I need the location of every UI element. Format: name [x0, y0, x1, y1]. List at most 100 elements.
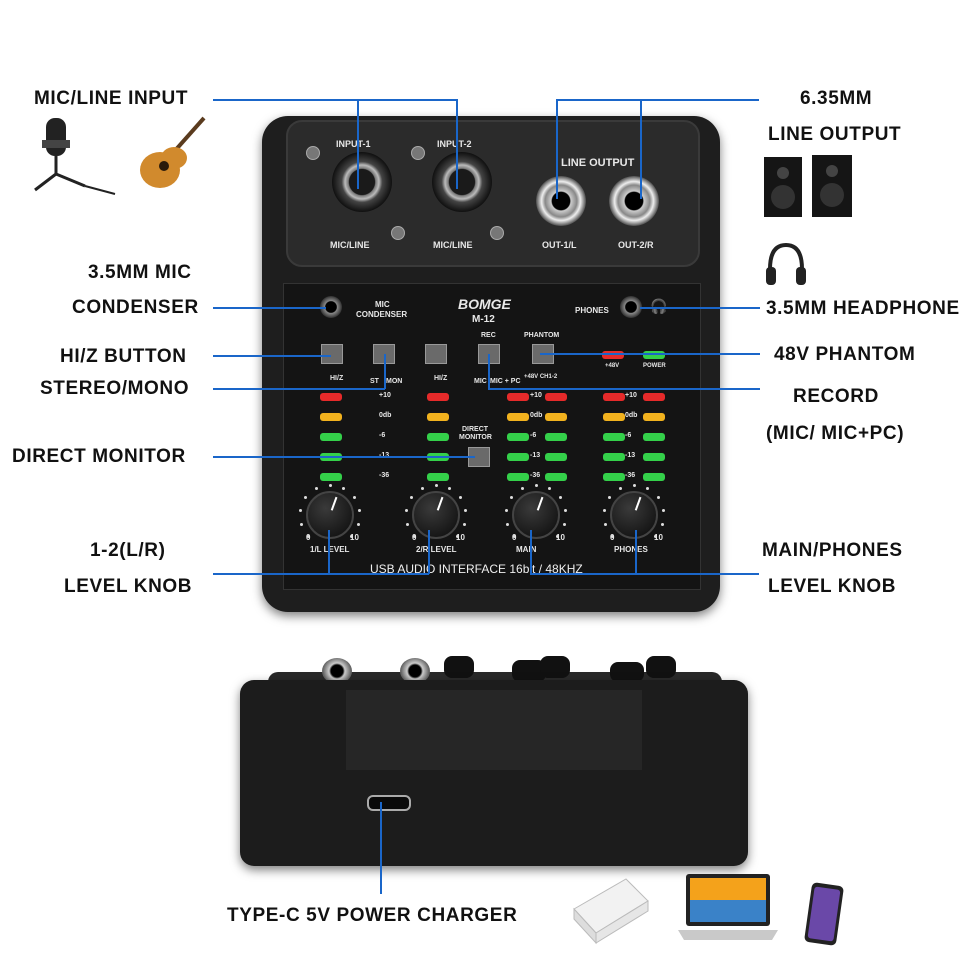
- meter-led: [507, 413, 529, 421]
- knob-label: MAIN: [516, 545, 537, 554]
- brand-logo: BOMGE: [458, 296, 511, 312]
- callout-line: [556, 99, 558, 199]
- callout-line: [556, 99, 759, 101]
- hiz-label-2: HI/Z: [434, 375, 448, 382]
- xlr-combo-jack-2[interactable]: [432, 152, 492, 212]
- headphone-icon: 🎧: [650, 298, 668, 314]
- meter-scale-label: -36: [379, 472, 390, 479]
- knob-min-label: 0: [306, 533, 311, 542]
- guitar-icon: [140, 116, 206, 188]
- input-1-label: INPUT-1: [336, 139, 371, 149]
- meter-led: [427, 393, 449, 401]
- knob-tick: [298, 508, 302, 512]
- meter-led: [320, 473, 342, 481]
- knob-tick: [534, 483, 538, 487]
- meter-led: [603, 433, 625, 441]
- phantom-label: PHANTOM: [524, 332, 560, 339]
- knob-tick: [410, 495, 414, 499]
- mic-condenser-jack[interactable]: [320, 296, 342, 318]
- mic-condenser-label-1: MIC: [375, 300, 390, 309]
- meter-scale-label: -6: [379, 432, 386, 439]
- usb-audio-interface-text: USB AUDIO INTERFACE 16bit / 48KHZ: [370, 562, 583, 576]
- headphone-jack[interactable]: [620, 296, 642, 318]
- knob-tick: [618, 486, 622, 490]
- knob-tick: [357, 522, 361, 526]
- meter-scale-label: 0db: [625, 412, 638, 419]
- callout-line-output-size: 6.35MM: [800, 88, 873, 109]
- meter-scale-label: -13: [379, 452, 389, 459]
- level-knob[interactable]: [512, 491, 560, 539]
- meter-led: [507, 453, 529, 461]
- knob-tick: [358, 508, 362, 512]
- rec-label: REC: [481, 332, 496, 339]
- knob-tick: [520, 486, 524, 490]
- meter-scale-label: 0db: [530, 412, 543, 419]
- knob-icon: [610, 662, 644, 682]
- hiz-button-1[interactable]: [321, 344, 343, 364]
- callout-mic-condenser-2: CONDENSER: [72, 297, 199, 318]
- knob-tick: [304, 495, 308, 499]
- power-bank-icon: [573, 878, 649, 945]
- line-output-label: LINE OUTPUT: [561, 157, 635, 169]
- knob-tick: [352, 495, 356, 499]
- screw-icon: [391, 226, 405, 240]
- knob-tick: [558, 495, 562, 499]
- callout-line: [530, 530, 532, 574]
- knob-max-label: 10: [350, 533, 359, 542]
- callout-line: [213, 355, 331, 357]
- knob-icon: [444, 656, 474, 678]
- rear-jack-icon: [400, 658, 430, 684]
- callout-line: [540, 353, 760, 355]
- meter-led: [427, 473, 449, 481]
- meter-scale-label: 0db: [379, 412, 392, 419]
- ch12-label: +48V CH1-2: [524, 374, 558, 380]
- level-knob[interactable]: [610, 491, 658, 539]
- knob-tick: [564, 508, 568, 512]
- power-label: POWER: [643, 363, 666, 369]
- knob-tick: [510, 495, 514, 499]
- knob-tick: [662, 508, 666, 512]
- microphone-icon: [34, 118, 116, 195]
- knob-tick: [608, 495, 612, 499]
- knob-label: 2/R LEVEL: [416, 545, 457, 554]
- meter-led: [507, 433, 529, 441]
- callout-line-output: LINE OUTPUT: [768, 124, 902, 145]
- callout-line: [384, 354, 386, 389]
- callout-line: [640, 99, 642, 199]
- level-knob[interactable]: [306, 491, 354, 539]
- meter-led: [507, 393, 529, 401]
- callout-typec: TYPE-C 5V POWER CHARGER: [227, 905, 518, 926]
- callout-mic-line-input: MIC/LINE INPUT: [34, 88, 189, 109]
- knob-tick: [307, 534, 311, 538]
- mic-condenser-label-2: CONDENSER: [356, 310, 408, 319]
- meter-led: [545, 473, 567, 481]
- meter-led: [545, 453, 567, 461]
- hiz-button-2[interactable]: [425, 344, 447, 364]
- callout-phantom: 48V PHANTOM: [774, 344, 916, 365]
- knob-tick: [505, 522, 509, 526]
- line-output-jack-1[interactable]: [536, 176, 586, 226]
- hiz-label-1: HI/Z: [330, 375, 344, 382]
- meter-led: [603, 413, 625, 421]
- knob-icon: [646, 656, 676, 678]
- meter-led: [545, 433, 567, 441]
- level-knob[interactable]: [412, 491, 460, 539]
- line-output-jack-2[interactable]: [609, 176, 659, 226]
- meter-scale-label: -36: [530, 472, 541, 479]
- knob-tick: [611, 534, 615, 538]
- headphones-icon: [766, 242, 806, 285]
- meter-led: [320, 433, 342, 441]
- callout-line: [213, 99, 458, 101]
- callout-headphone: 3.5MM HEADPHONE: [766, 298, 960, 319]
- direct-label: DIRECT: [462, 426, 489, 433]
- usb-c-port[interactable]: [367, 795, 411, 811]
- meter-led: [643, 433, 665, 441]
- knob-max-label: 10: [654, 533, 663, 542]
- knob-tick: [448, 486, 452, 490]
- xlr-combo-jack-1[interactable]: [332, 152, 392, 212]
- callout-line: [357, 99, 359, 189]
- knob-tick: [299, 522, 303, 526]
- mic-line-label-1: MIC/LINE: [330, 240, 370, 250]
- callout-line: [635, 530, 637, 574]
- meter-scale-label: -13: [625, 452, 636, 459]
